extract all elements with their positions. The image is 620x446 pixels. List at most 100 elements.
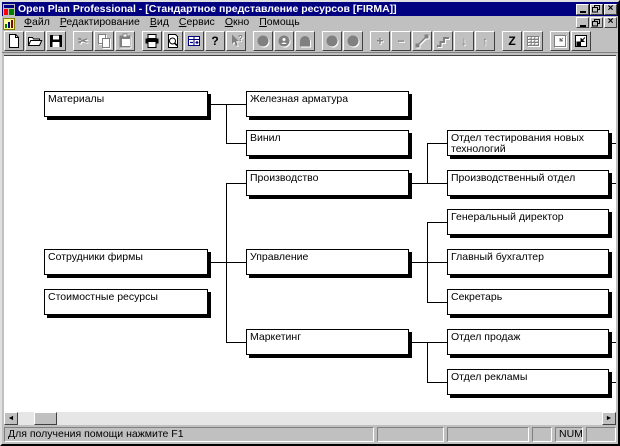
scroll-left-button[interactable]: ◄ [4, 412, 18, 425]
print-preview-icon [165, 33, 181, 49]
menu-item-сервис[interactable]: Сервис [178, 16, 215, 28]
resource-table-button[interactable] [184, 30, 204, 51]
connector-line [427, 222, 447, 223]
save-icon [48, 33, 64, 49]
print-button[interactable] [142, 30, 162, 51]
status-message: Для получения помощи нажмите F1 [4, 427, 374, 442]
window-title: Open Plan Professional - [Стандартное пр… [18, 2, 397, 15]
open-folder-button[interactable] [25, 30, 45, 51]
window-arrange-icon [552, 33, 568, 49]
horizontal-scrollbar[interactable]: ◄ ► [4, 412, 616, 425]
resource-node[interactable]: Маркетинг [246, 329, 409, 355]
expand-window-button[interactable] [571, 30, 591, 51]
mdi-close-icon: × [607, 16, 614, 27]
minus-button: − [391, 30, 411, 51]
connector-line [427, 222, 428, 303]
save-button[interactable] [46, 30, 66, 51]
resource-node[interactable]: Отдел тестирования новых технологий [447, 130, 609, 156]
cut-icon: ✂ [77, 33, 89, 48]
table-grid-button [523, 30, 543, 51]
connector-line [226, 183, 246, 184]
status-panel [586, 427, 616, 442]
restore-button[interactable] [590, 3, 603, 15]
close-button[interactable]: × [604, 2, 617, 15]
paste-icon [117, 33, 133, 49]
app-icon [3, 3, 15, 16]
status-panel [377, 427, 444, 442]
connector-line [427, 342, 428, 383]
mdi-minimize-icon [579, 24, 586, 27]
window-arrange-button [550, 30, 570, 51]
plus-icon: + [376, 33, 384, 48]
connector-line [226, 104, 227, 144]
connector-line [226, 143, 246, 144]
plus-button: + [370, 30, 390, 51]
circle-person-button [274, 30, 294, 51]
num-lock-indicator: NUM [555, 427, 583, 442]
resource-node[interactable]: Управление [246, 249, 409, 275]
resource-node[interactable]: Сотрудники фирмы [44, 249, 208, 275]
open-folder-icon [27, 33, 43, 49]
mdi-close-button[interactable]: × [604, 17, 617, 28]
resource-node[interactable]: Производственный отдел [447, 170, 609, 196]
help-button[interactable]: ? [205, 30, 225, 51]
status-panel [532, 427, 552, 442]
mdi-minimize-button[interactable] [576, 17, 589, 28]
resource-node[interactable]: Отдел рекламы [447, 369, 609, 395]
minimize-icon [579, 11, 586, 13]
connector-line [409, 342, 447, 343]
resource-node[interactable]: Главный бухгалтер [447, 249, 609, 275]
menu-item-окно[interactable]: Окно [224, 16, 250, 28]
arrow-up-button: ↑ [475, 30, 495, 51]
circle-right-button [343, 30, 363, 51]
resource-node[interactable]: Отдел продаж [447, 329, 609, 355]
minimize-button[interactable] [576, 3, 589, 15]
status-panel [447, 427, 529, 442]
resource-node[interactable]: Винил [246, 130, 409, 156]
connector-line [226, 183, 227, 343]
copy-icon [96, 33, 112, 49]
connector-line [609, 382, 616, 383]
step-chart-button [433, 30, 453, 51]
scrollbar-thumb[interactable] [34, 412, 57, 425]
arrow-up-icon: ↑ [482, 33, 488, 48]
circle-person-icon [276, 33, 292, 49]
paste-button [115, 30, 135, 51]
connector-line [208, 104, 246, 105]
resource-node[interactable]: Секретарь [447, 289, 609, 315]
arrow-down-button: ↓ [454, 30, 474, 51]
resource-node[interactable]: Стоимостные ресурсы [44, 289, 208, 315]
connector-line [427, 382, 447, 383]
menu-item-редактирование[interactable]: Редактирование [59, 16, 140, 28]
new-document-button[interactable] [4, 30, 24, 51]
connector-line [427, 302, 447, 303]
sort-z-icon: Z [508, 33, 516, 48]
print-preview-button[interactable] [163, 30, 183, 51]
resource-node[interactable]: Генеральный директор [447, 209, 609, 235]
connector-line [208, 262, 246, 263]
resource-node[interactable]: Материалы [44, 91, 208, 117]
context-help-icon: ? [228, 33, 244, 49]
mdi-restore-button[interactable] [590, 17, 603, 28]
menu-item-файл[interactable]: Файл [24, 16, 50, 28]
sort-z-button[interactable]: Z [502, 30, 522, 51]
scroll-right-button[interactable]: ► [602, 412, 616, 425]
title-bar: Open Plan Professional - [Стандартное пр… [2, 2, 618, 16]
link-nodes-icon [414, 33, 430, 49]
copy-button [94, 30, 114, 51]
cut-button: ✂ [73, 30, 93, 51]
connector-line [226, 342, 246, 343]
resource-node[interactable]: Производство [246, 170, 409, 196]
menu-bar: Файл Редактирование Вид Сервис Окно Помощь × [2, 16, 618, 30]
menu-item-вид[interactable]: Вид [149, 16, 169, 28]
context-help-button: ? [226, 30, 246, 51]
new-document-icon [6, 33, 22, 49]
close-icon: × [607, 2, 614, 14]
menu-item-помощь[interactable]: Помощь [259, 16, 300, 28]
arch-button [295, 30, 315, 51]
link-nodes-button [412, 30, 432, 51]
resource-node[interactable]: Железная арматура [246, 91, 409, 117]
help-icon: ? [211, 33, 219, 48]
